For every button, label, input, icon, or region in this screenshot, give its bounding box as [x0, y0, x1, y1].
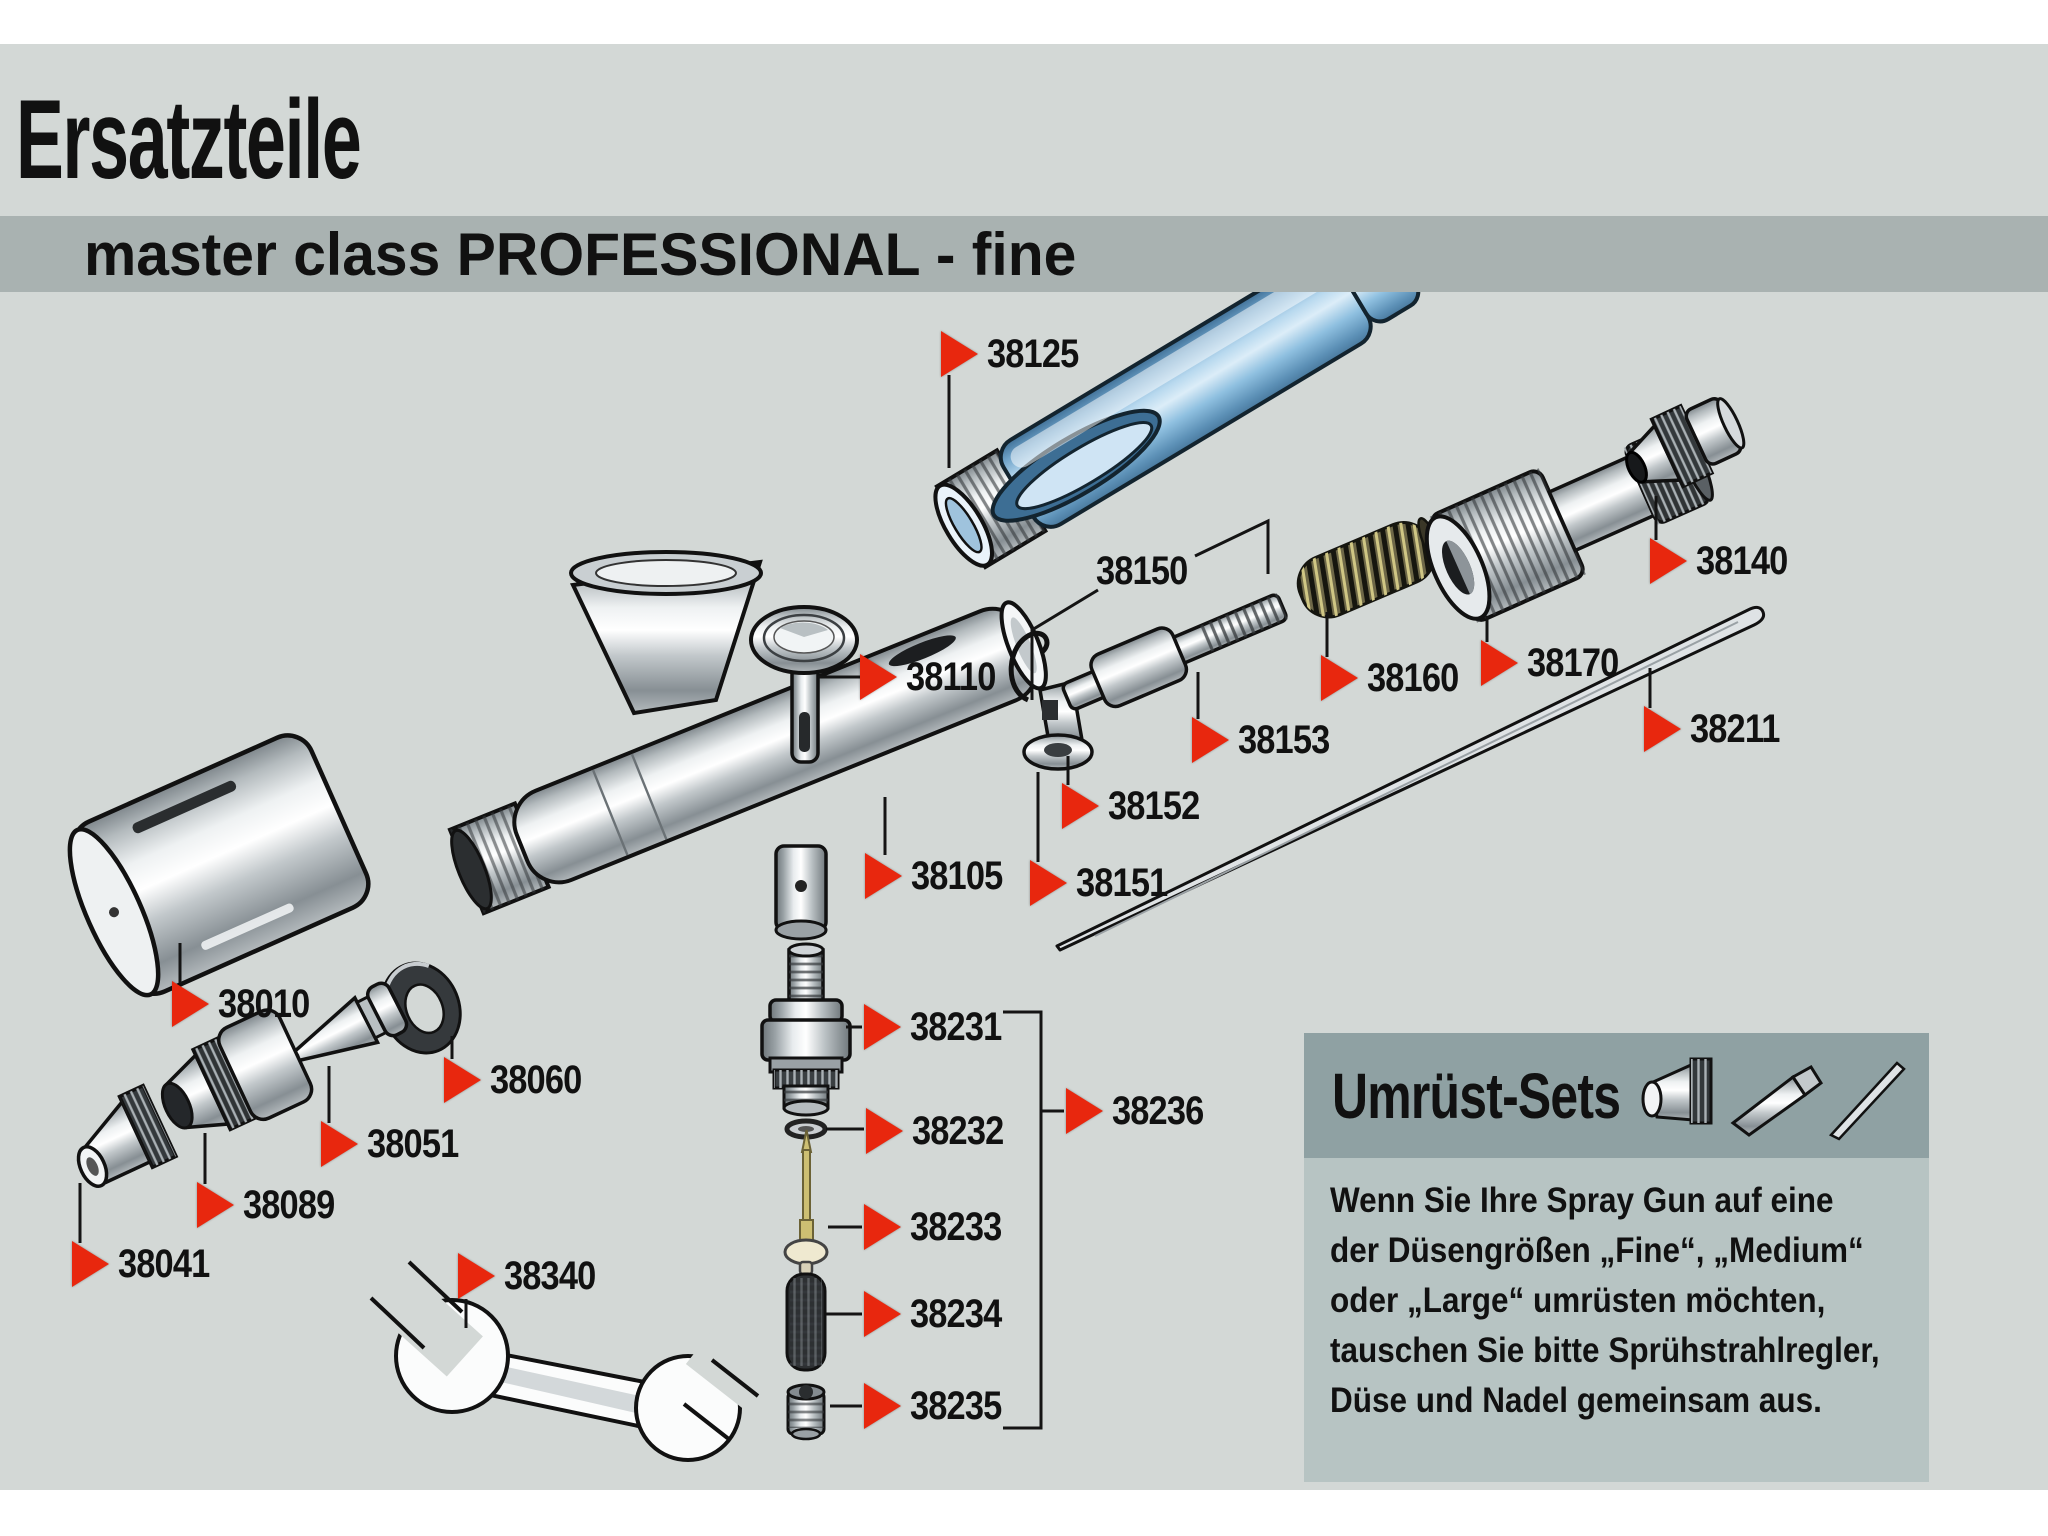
- flag-marker-icon: [172, 981, 209, 1027]
- part-label-38105: 38105: [865, 853, 1017, 899]
- chuck-drawing: [1625, 397, 1746, 489]
- info-box-header: Umrüst-Sets: [1304, 1033, 1929, 1158]
- part-label-38060: 38060: [444, 1057, 596, 1103]
- air-cap-drawing: [76, 1083, 179, 1188]
- part-label-38234: 38234: [864, 1291, 1016, 1337]
- part-label-38160: 38160: [1321, 655, 1473, 701]
- nozzle-icon: [1730, 1064, 1824, 1137]
- part-number: 38110: [906, 655, 996, 699]
- flag-marker-icon: [72, 1241, 109, 1287]
- part-label-38340: 38340: [458, 1253, 610, 1299]
- part-number: 38232: [912, 1109, 1004, 1153]
- part-label-38151: 38151: [1030, 860, 1182, 906]
- part-number: 38231: [910, 1005, 1002, 1049]
- part-label-38125: 38125: [941, 331, 1093, 377]
- flag-marker-icon: [941, 331, 978, 377]
- air-cap-icon: [1641, 1057, 1713, 1125]
- info-line: der Düsengrößen „Fine“, „Medium“: [1330, 1231, 1864, 1270]
- needle-drawing: [1055, 605, 1766, 952]
- series-name: master class PROFESSIONAL - fine: [84, 220, 1077, 288]
- part-label-38152: 38152: [1062, 783, 1214, 829]
- lever-button-drawing: [749, 605, 859, 764]
- part-number: 38060: [490, 1058, 582, 1102]
- flag-marker-icon: [458, 1253, 495, 1299]
- flag-marker-icon: [864, 1383, 901, 1429]
- end-cap-drawing: [67, 733, 371, 998]
- flag-marker-icon: [1650, 538, 1687, 584]
- info-line: oder „Large“ umrüsten möchten,: [1330, 1281, 1826, 1320]
- flag-marker-icon: [1066, 1088, 1103, 1134]
- flag-marker-icon: [1481, 640, 1518, 686]
- part-number: 38150: [1096, 549, 1188, 593]
- valve-screw-drawing: [786, 1383, 826, 1441]
- flag-marker-icon: [1030, 860, 1067, 906]
- flag-marker-icon: [1062, 783, 1099, 829]
- info-line: Düse und Nadel gemeinsam aus.: [1330, 1381, 1822, 1420]
- part-number: 38051: [367, 1122, 459, 1166]
- flag-marker-icon: [1321, 655, 1358, 701]
- info-box: Umrüst-Sets Wenn Sie Ihre Spray: [1304, 1033, 1929, 1482]
- part-number: 38105: [911, 854, 1003, 898]
- part-number: 38151: [1076, 861, 1168, 905]
- part-label-38089: 38089: [197, 1182, 349, 1228]
- part-number: 38236: [1112, 1089, 1204, 1133]
- part-label-38233: 38233: [864, 1204, 1016, 1250]
- flag-marker-icon: [866, 1108, 903, 1154]
- flag-marker-icon: [864, 1204, 901, 1250]
- part-label-38231: 38231: [864, 1004, 1016, 1050]
- part-label-38236: 38236: [1066, 1088, 1218, 1134]
- part-number: 38041: [118, 1242, 210, 1286]
- needle-icon: [1828, 1061, 1906, 1141]
- info-box-text: Wenn Sie Ihre Spray Gun auf eine der Düs…: [1304, 1158, 1929, 1482]
- flag-marker-icon: [864, 1004, 901, 1050]
- part-number: 38153: [1238, 718, 1330, 762]
- part-label-38235: 38235: [864, 1383, 1016, 1429]
- flag-marker-icon: [444, 1057, 481, 1103]
- part-label-38232: 38232: [866, 1108, 1018, 1154]
- part-label-38051: 38051: [321, 1121, 473, 1167]
- valve-plunger-drawing: [783, 1129, 829, 1276]
- part-number: 38089: [243, 1183, 335, 1227]
- conversion-set-icons: [1641, 1057, 1906, 1141]
- piston-rod-drawing: [1061, 593, 1288, 711]
- series-band: master class PROFESSIONAL - fine: [0, 216, 2048, 292]
- part-label-38153: 38153: [1192, 717, 1344, 763]
- body-drawing: [447, 550, 1048, 941]
- part-label-38150: 38150: [1096, 548, 1202, 594]
- part-number: 38160: [1367, 656, 1459, 700]
- valve-spring-drawing: [785, 1272, 827, 1372]
- flag-marker-icon: [865, 853, 902, 899]
- part-number: 38211: [1690, 707, 1780, 751]
- part-number: 38152: [1108, 784, 1200, 828]
- flag-marker-icon: [197, 1182, 234, 1228]
- part-label-38110: 38110: [860, 654, 1010, 700]
- part-label-38170: 38170: [1481, 640, 1633, 686]
- part-number: 38170: [1527, 641, 1619, 685]
- part-number: 38233: [910, 1205, 1002, 1249]
- part-number: 38010: [218, 982, 310, 1026]
- flag-marker-icon: [860, 654, 897, 700]
- part-number: 38125: [987, 332, 1079, 376]
- wrench-drawing: [359, 1257, 807, 1462]
- info-box-title: Umrüst-Sets: [1332, 1059, 1621, 1132]
- spring-drawing: [1296, 517, 1444, 619]
- part-number: 38140: [1696, 539, 1788, 583]
- part-number: 38234: [910, 1292, 1002, 1336]
- page-title: Ersatzteile: [16, 77, 362, 202]
- flag-marker-icon: [1192, 717, 1229, 763]
- leader-lines: [78, 375, 1658, 1430]
- part-label-38211: 38211: [1644, 706, 1794, 752]
- nozzle-cap-drawing: [160, 1008, 314, 1132]
- part-label-38010: 38010: [172, 981, 324, 1027]
- flag-marker-icon: [1644, 706, 1681, 752]
- part-number: 38235: [910, 1384, 1002, 1428]
- info-line: Wenn Sie Ihre Spray Gun auf eine: [1330, 1181, 1834, 1220]
- flag-marker-icon: [321, 1121, 358, 1167]
- part-label-38041: 38041: [72, 1241, 224, 1287]
- flag-marker-icon: [864, 1291, 901, 1337]
- part-label-38140: 38140: [1650, 538, 1802, 584]
- part-number: 38340: [504, 1254, 596, 1298]
- air-valve-drawing: [760, 942, 852, 1117]
- info-line: tauschen Sie bitte Sprühstrahlregler,: [1330, 1331, 1880, 1370]
